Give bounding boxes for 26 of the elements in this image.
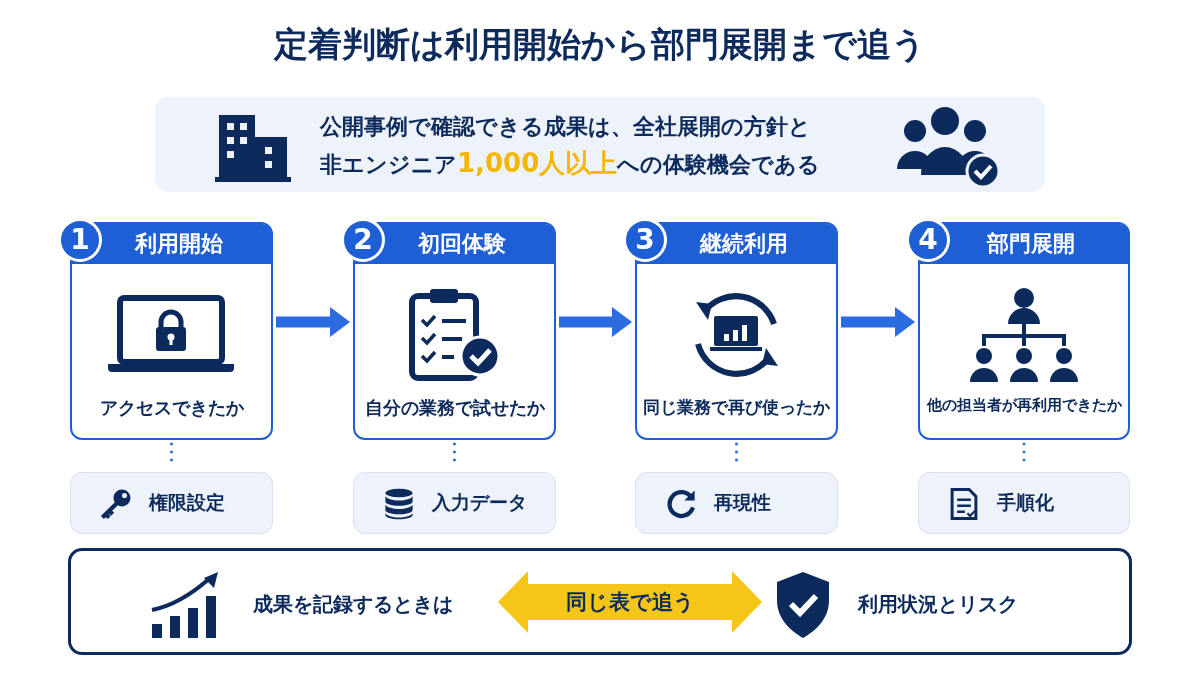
step-number: 2 [341,218,385,262]
step-number: 4 [906,218,950,262]
arrow [559,307,632,337]
summary-label: 利用状況とリスク [858,591,1018,618]
factor-box [635,472,838,534]
factor-label: 手順化 [997,490,1054,515]
step-number: 1 [58,218,102,262]
step-number: 3 [623,218,667,262]
arrow [841,307,915,337]
factor-box [918,472,1130,534]
factor-box [70,472,273,534]
factor-label: 入力データ [432,490,527,515]
arrow [276,307,350,337]
title: 定着判断は利用開始から部門展開まで追う [272,23,927,66]
question-text: 同じ業務で再び使ったか [642,396,831,419]
factor-label: 権限設定 [149,490,225,515]
summary-text: 公開事例で確認できる成果は、全社展開の方針と非エンジニア1,000人以上への体験機会である [320,113,822,180]
factor-box [353,472,556,534]
summary-frame [68,548,1132,655]
double-arrow [498,571,762,633]
question-text: 他の担当者が再利用できたか [925,396,1123,415]
summary-label: 成果を記録するときは [253,591,453,618]
factor-label: 再現性 [714,490,771,515]
summary-banner [155,97,1045,192]
question-text: アクセスできたか [98,396,245,420]
question-text: 自分の業務で試せたか [363,396,546,420]
